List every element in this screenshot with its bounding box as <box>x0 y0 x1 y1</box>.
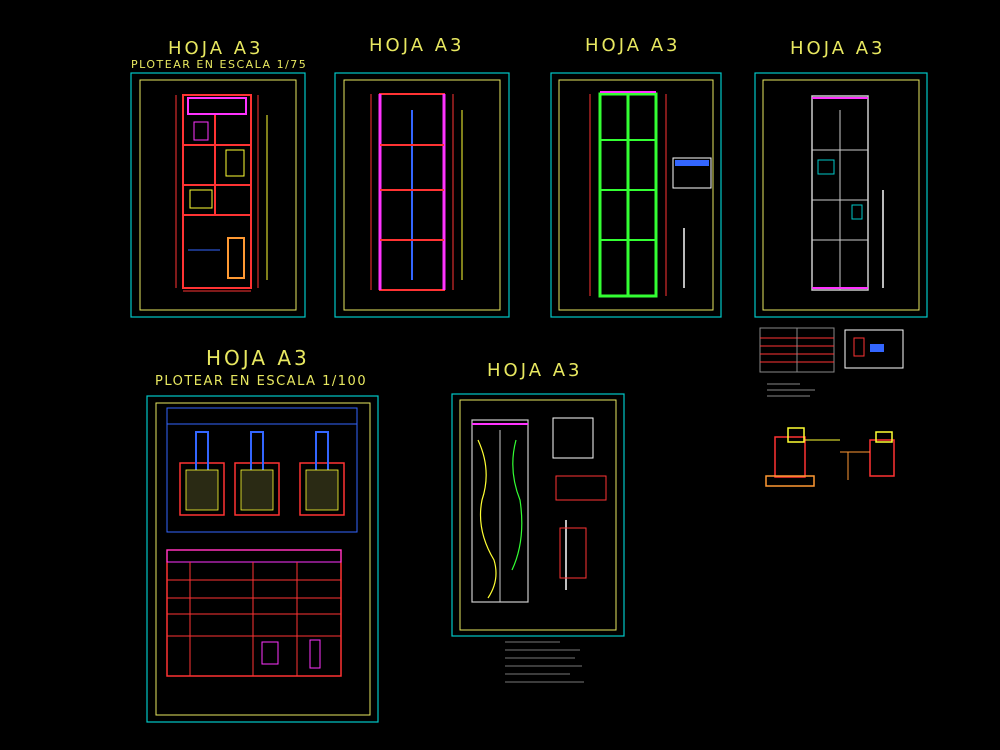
sheet-4-title: HOJA A3 <box>790 38 886 59</box>
sheet-1-title: HOJA A3 <box>168 38 264 59</box>
sheet-5-scale-note: PLOTEAR EN ESCALA 1/100 <box>155 374 368 389</box>
sheet-1-scale-note: PLOTEAR EN ESCALA 1/75 <box>131 58 308 71</box>
sheet-1-architectural-plan[interactable] <box>130 72 306 318</box>
sheet-2-title: HOJA A3 <box>369 35 465 56</box>
wall-section-detail[interactable] <box>765 427 895 487</box>
sheet-5-footing-details[interactable] <box>146 395 379 723</box>
sheet-4-floor-plan[interactable] <box>754 72 928 318</box>
sheet-5-title: HOJA A3 <box>206 346 310 370</box>
sheet-6-title: HOJA A3 <box>487 360 583 381</box>
notes-text-block <box>505 641 584 683</box>
legend-table-block[interactable] <box>759 327 904 397</box>
sheet-3-title: HOJA A3 <box>585 35 681 56</box>
sheet-2-foundation-plan[interactable] <box>334 72 510 318</box>
sheet-3-structural-plan[interactable] <box>550 72 722 318</box>
sheet-6-electrical-plan[interactable] <box>451 393 625 637</box>
